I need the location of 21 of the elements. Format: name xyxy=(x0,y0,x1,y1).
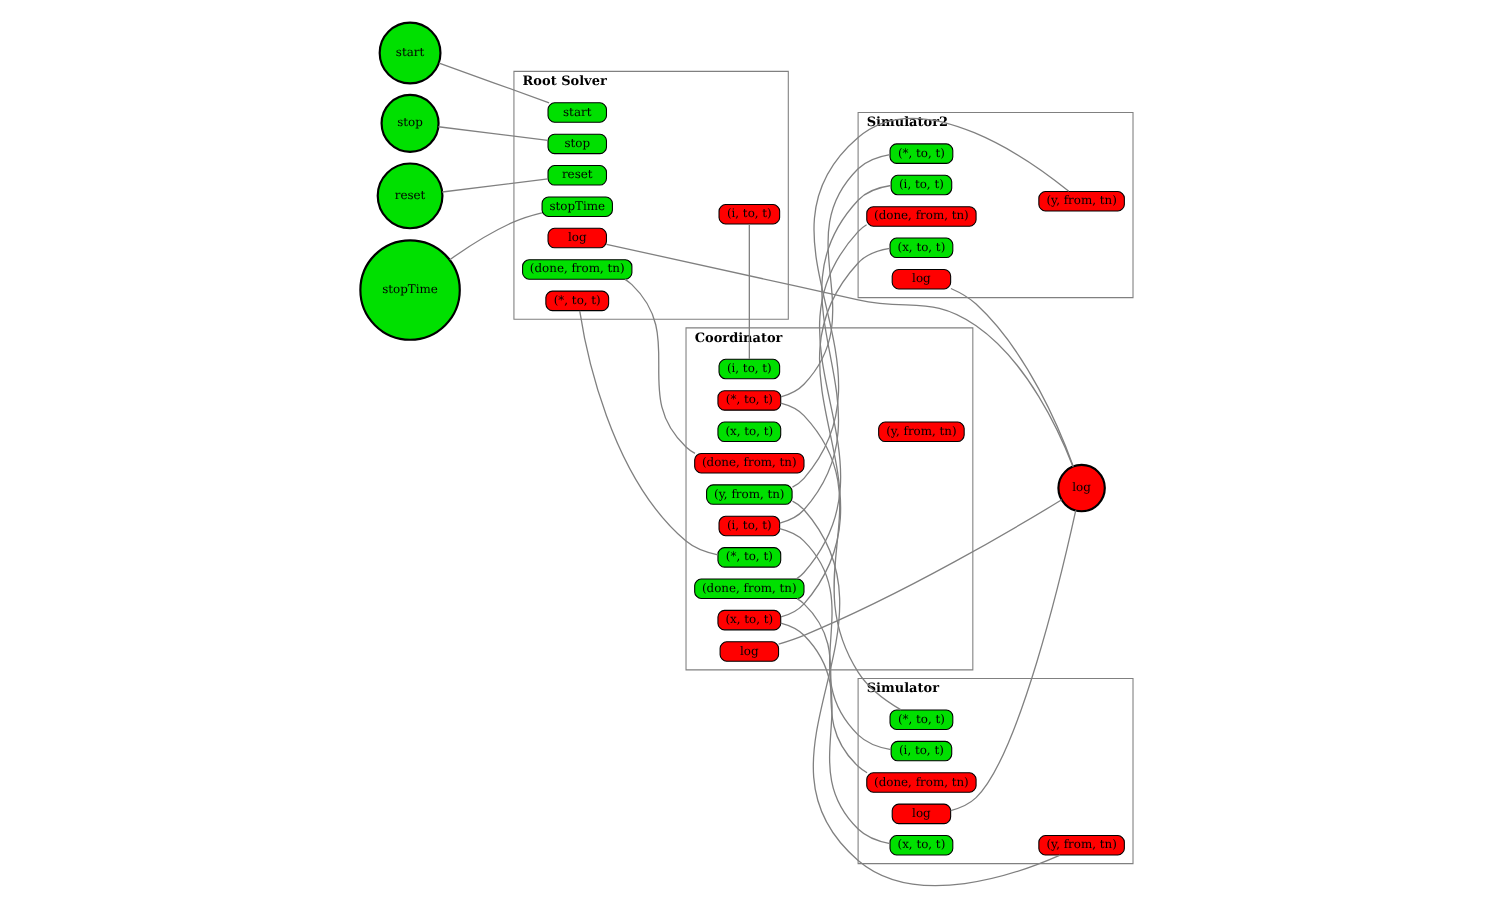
connector xyxy=(780,621,891,844)
connector xyxy=(950,508,1077,811)
connector xyxy=(777,498,1063,644)
connector xyxy=(748,222,750,359)
connector xyxy=(779,527,892,750)
connector xyxy=(437,125,549,140)
connector xyxy=(441,177,549,192)
connector xyxy=(795,223,868,579)
connector xyxy=(950,286,1074,467)
connector xyxy=(449,211,543,260)
connector xyxy=(780,246,891,617)
connector xyxy=(579,309,719,555)
connector xyxy=(438,61,550,103)
connector xyxy=(791,499,1061,885)
connector xyxy=(605,242,1074,467)
connector xyxy=(779,183,892,523)
connector xyxy=(780,401,902,710)
connector xyxy=(780,152,891,397)
connector xyxy=(624,277,696,454)
connector xyxy=(796,597,868,773)
connector xyxy=(791,116,1070,487)
